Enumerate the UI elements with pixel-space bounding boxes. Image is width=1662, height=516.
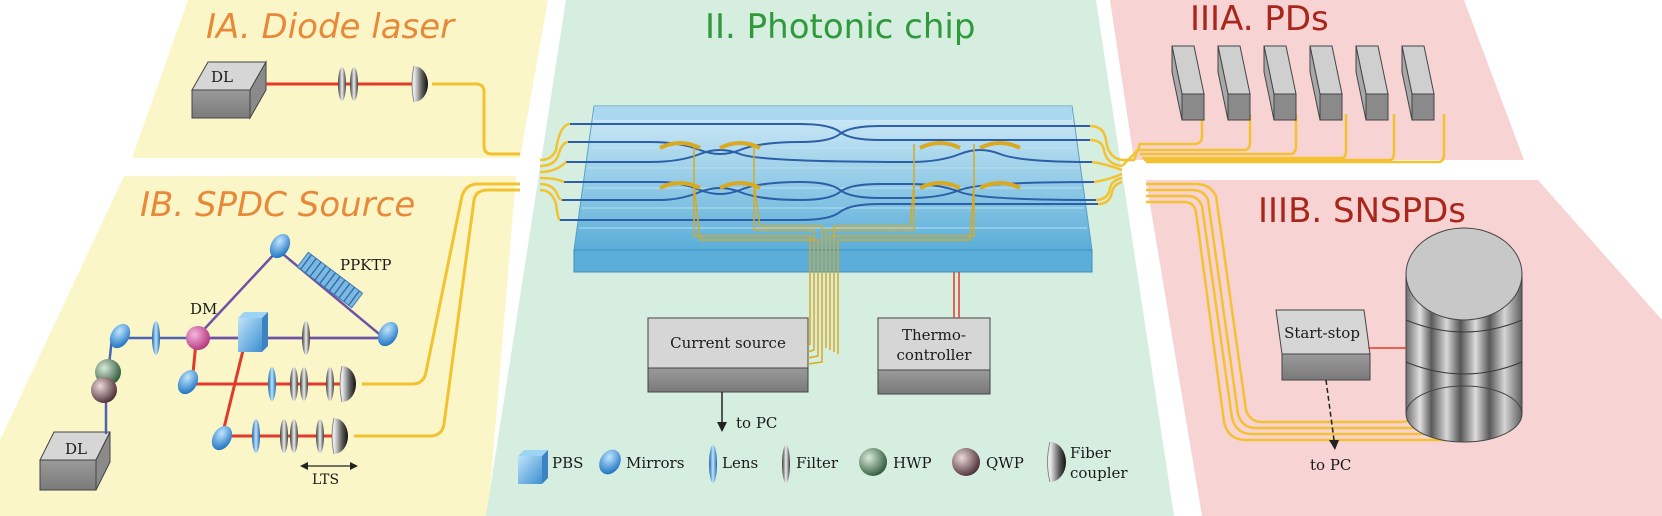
fiber-pump (432, 82, 520, 156)
legend-lens-label: Lens (722, 454, 758, 472)
filter-loop (302, 321, 310, 355)
fiber-photon-1 (362, 182, 520, 386)
filter-icon (782, 445, 790, 483)
hwp-icon (859, 448, 887, 476)
title-pds: IIIA. PDs (1190, 0, 1329, 39)
qwp-icon (952, 448, 980, 476)
filter-top-2 (350, 67, 358, 101)
start-stop-label: Start-stop (1284, 324, 1360, 342)
filter-top-1 (338, 67, 346, 101)
lens-icon (709, 445, 717, 483)
thermo-label-1: Thermo- (902, 326, 966, 344)
legend-mirrors-label: Mirrors (626, 454, 684, 472)
to-pc-arrow-snspd (1325, 379, 1335, 441)
legend-pbs-label: PBS (552, 454, 583, 472)
filter-out-2b (290, 419, 298, 453)
legend-qwp-label: QWP (986, 454, 1024, 472)
to-pc-snspd-label: to PC (1310, 456, 1351, 474)
current-source-wires (807, 340, 823, 365)
qwp (91, 377, 117, 403)
pbs-cube (238, 312, 268, 352)
lts-arrow-right (350, 462, 358, 470)
sagnac-loop (193, 248, 388, 340)
thermo-wires (953, 272, 960, 318)
legend-fiber-label: Fiber (1070, 444, 1112, 462)
filter-out-1c (326, 367, 334, 401)
thermo-label-2: controller (897, 346, 973, 364)
current-source-label: Current source (670, 334, 786, 352)
to-pc-arrowhead-snspd (1329, 440, 1339, 450)
fiber-photon-2 (354, 188, 520, 438)
dl-bottom-label: DL (65, 440, 87, 458)
dichroic-mirror (186, 326, 210, 350)
mirror-icon (599, 449, 621, 475)
legend-coupler-label: coupler (1070, 464, 1128, 482)
filter-out-2c (316, 419, 324, 453)
ppktp-crystal (296, 251, 364, 309)
fiber-bundle-right (1089, 124, 1123, 206)
title-diode-laser: IA. Diode laser (206, 7, 456, 47)
diode-laser-top: DL (191, 60, 267, 120)
dl-top-label: DL (211, 68, 233, 86)
thermo-controller: Thermo- controller (877, 317, 991, 395)
lts-arrow-left (300, 462, 308, 470)
start-stop: Start-stop (1275, 309, 1371, 381)
to-pc-chip-label: to PC (736, 414, 777, 432)
filter-out-1b (300, 367, 308, 401)
fiber-coupler-icon (1047, 441, 1066, 483)
legend-hwp-label: HWP (893, 454, 932, 472)
fiber-bundle-left (539, 122, 571, 222)
title-photonic-chip: II. Photonic chip (705, 7, 975, 47)
lens-out-1 (268, 367, 276, 401)
pbs-icon (518, 450, 548, 484)
title-spdc-source: IB. SPDC Source (140, 185, 415, 225)
title-snspds: IIIB. SNSPDs (1258, 191, 1466, 231)
lts-label: LTS (312, 472, 339, 488)
lens-pump (152, 321, 160, 355)
to-pc-arrowhead-chip (717, 422, 727, 432)
photodiode-array (1171, 45, 1435, 121)
legend: PBS Mirrors Lens Filter HWP QWP Fiber co… (518, 441, 1128, 484)
filter-out-2a (280, 419, 288, 453)
filter-out-1a (290, 367, 298, 401)
cryostat (1405, 227, 1523, 443)
fibers-to-pds (1121, 114, 1446, 167)
photonic-chip (560, 105, 1098, 354)
diode-laser-bottom: DL (39, 431, 111, 491)
ppktp-label: PPKTP (340, 256, 392, 274)
current-source: Current source (647, 317, 809, 393)
legend-filter-label: Filter (796, 454, 839, 472)
lens-out-2 (252, 419, 260, 453)
dm-label: DM (190, 300, 217, 318)
